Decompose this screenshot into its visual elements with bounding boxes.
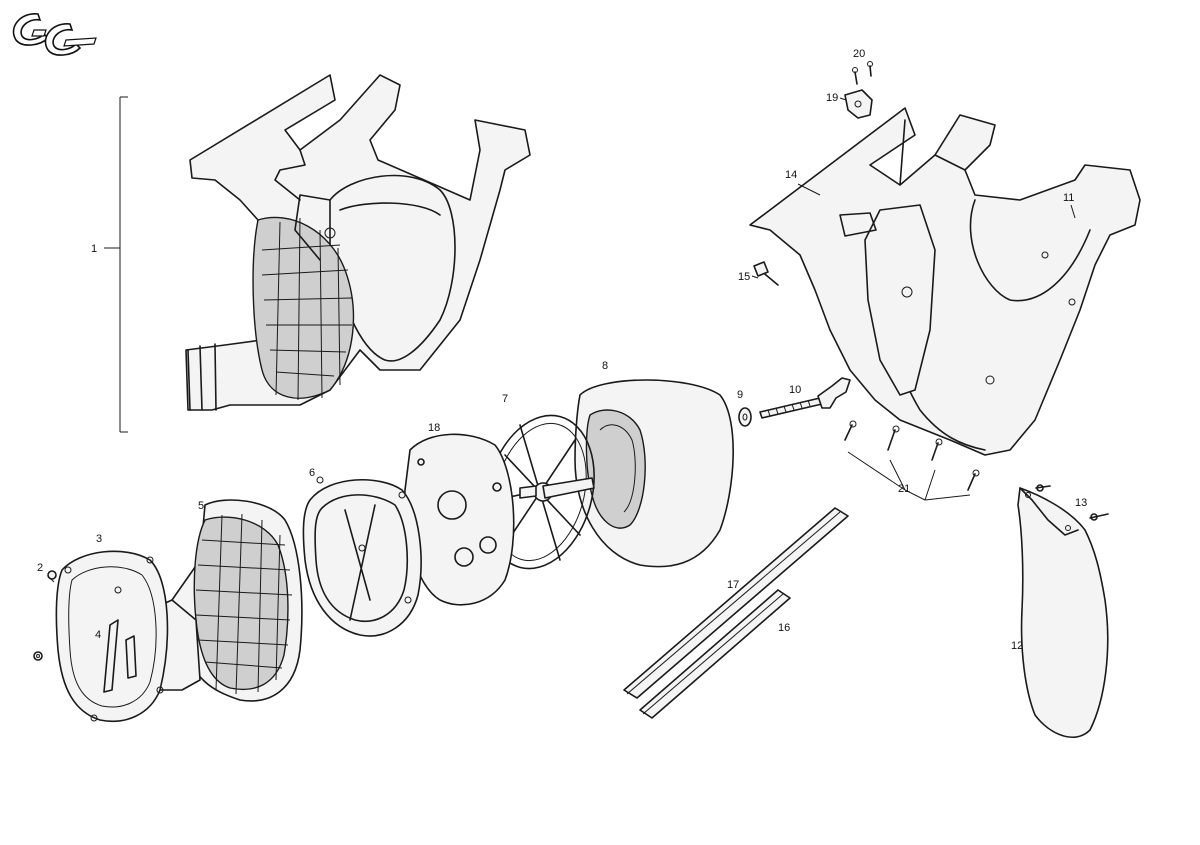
bracket-and-screws [839,61,873,119]
airbox-assembly-complete [104,74,531,433]
callout-11: 11 [1063,192,1074,204]
callout-6: 6 [309,467,315,479]
threaded-rod-10 [759,377,851,419]
filter-element-8 [574,379,734,568]
screws-21 [844,420,980,501]
washer-9 [738,407,752,427]
intake-duct-5 [149,499,303,702]
screw-2 [47,570,57,583]
callout-18: 18 [428,422,440,434]
strip-16 [639,589,791,719]
callout-15: 15 [738,271,750,283]
callout-14: 14 [785,169,797,181]
deflector-12 [1017,487,1109,739]
callout-17: 17 [727,579,739,591]
callout-3: 3 [96,533,102,545]
callout-5: 5 [198,500,204,512]
gasket-6 [302,476,422,637]
callout-7: 7 [502,393,508,405]
callout-8: 8 [602,360,608,372]
callout-10: 10 [789,384,801,396]
callout-16: 16 [778,622,790,634]
callout-9: 9 [737,389,743,401]
gg-logo [12,13,97,56]
callout-19: 19 [826,92,838,104]
callout-2: 2 [37,562,43,574]
screws-13 [1035,484,1109,521]
washer-lower-left [33,651,43,661]
callout-12: 12 [1011,640,1023,652]
cover-plate-3 [55,550,169,722]
bolt-15 [751,261,779,286]
strip-17 [623,507,849,699]
airbox-casing [749,107,1141,456]
callout-labels: 1 2 3 4 5 6 7 8 9 10 11 12 13 14 15 16 1… [37,48,1087,652]
callout-13: 13 [1075,497,1087,509]
callout-4: 4 [95,629,101,641]
callout-21: 21 [898,483,910,495]
callout-1: 1 [91,243,97,255]
callout-20: 20 [853,48,865,60]
